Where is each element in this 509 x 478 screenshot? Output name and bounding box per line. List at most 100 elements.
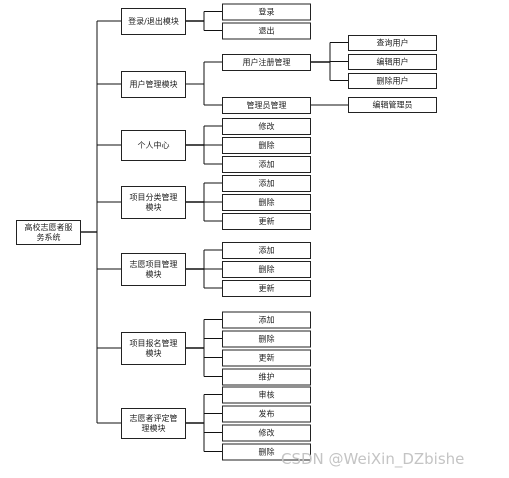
module-category-label: 项目分类管理 xyxy=(130,192,178,202)
leaf-volunteer_project-2-box xyxy=(222,280,311,297)
leaf-review-1-label: 发布 xyxy=(259,409,275,419)
leaf-category-0-label: 添加 xyxy=(259,178,275,188)
leaf-volunteer_project-1: 删除 xyxy=(222,261,311,278)
leaf-personal-2-label: 添加 xyxy=(259,159,275,169)
leaf-category-2: 更新 xyxy=(222,213,311,230)
leaf-enroll-0: 添加 xyxy=(222,311,311,329)
subgroup-1: 管理员管理 xyxy=(222,97,311,114)
leaf-personal-2: 添加 xyxy=(222,156,311,173)
subgroup-0: 用户注册管理 xyxy=(222,54,311,71)
leaf-review-2-label: 修改 xyxy=(259,428,275,438)
module-personal-box xyxy=(121,130,186,161)
leaf-enroll-0-box xyxy=(222,311,311,329)
subleaf-0-2: 删除用户 xyxy=(348,73,437,89)
subleaf-0-0: 查询用户 xyxy=(348,35,437,51)
subleaf-0-1-label: 编辑用户 xyxy=(377,57,409,67)
leaf-enroll-0-label: 添加 xyxy=(259,315,275,325)
leaf-login-0-label: 登录 xyxy=(259,7,275,17)
leaf-category-2-box xyxy=(222,213,311,230)
module-user-box xyxy=(121,71,186,98)
subgroup-1-label: 管理员管理 xyxy=(247,100,287,110)
leaf-personal-1-label: 删除 xyxy=(259,140,275,150)
leaf-login-1-box xyxy=(222,22,311,40)
subgroup-0-label: 用户注册管理 xyxy=(243,57,291,67)
leaf-enroll-1-label: 删除 xyxy=(259,334,275,344)
module-volunteer_project-label: 模块 xyxy=(146,269,162,279)
module-volunteer_project-label: 志愿项目管理 xyxy=(130,259,178,269)
leaf-volunteer_project-0-label: 添加 xyxy=(259,245,275,255)
leaf-personal-0-label: 修改 xyxy=(259,121,275,131)
leaf-personal-0: 修改 xyxy=(222,118,311,135)
root-node-label: 务系统 xyxy=(37,232,61,242)
leaf-enroll-3-label: 维护 xyxy=(259,372,275,382)
module-user: 用户管理模块 xyxy=(121,71,186,98)
leaf-volunteer_project-0: 添加 xyxy=(222,242,311,259)
module-review-box xyxy=(121,408,186,439)
leaf-review-3: 删除 xyxy=(222,443,311,461)
subleaf-0-2-label: 删除用户 xyxy=(377,76,409,86)
leaf-category-1-box xyxy=(222,194,311,211)
leaf-review-2: 修改 xyxy=(222,424,311,442)
leaf-login-0-box xyxy=(222,3,311,21)
module-enroll-label: 项目报名管理 xyxy=(130,338,178,348)
module-login: 登录/退出模块 xyxy=(121,8,186,35)
subleaf-1-0-label: 编辑管理员 xyxy=(373,100,413,110)
leaf-category-0-box xyxy=(222,175,311,192)
leaf-personal-1: 删除 xyxy=(222,137,311,154)
leaf-personal-1-box xyxy=(222,137,311,154)
leaf-enroll-2: 更新 xyxy=(222,349,311,367)
module-login-box xyxy=(121,8,186,35)
subleaf-0-0-box xyxy=(348,35,437,51)
subleaf-0-1: 编辑用户 xyxy=(348,54,437,70)
module-login-label: 登录/退出模块 xyxy=(128,16,179,26)
leaf-personal-0-box xyxy=(222,118,311,135)
leaf-review-3-box xyxy=(222,443,311,461)
subleaf-1-0: 编辑管理员 xyxy=(348,97,437,113)
leaf-review-0-label: 审核 xyxy=(259,390,275,400)
leaf-volunteer_project-0-box xyxy=(222,242,311,259)
leaf-review-3-label: 删除 xyxy=(259,447,275,457)
watermark: CSDN @WeiXin_DZbishe xyxy=(281,450,465,468)
leaf-enroll-1-box xyxy=(222,330,311,348)
leaf-login-0: 登录 xyxy=(222,3,311,21)
module-review-label: 理模块 xyxy=(142,423,166,433)
module-personal-label: 个人中心 xyxy=(138,140,170,150)
leaf-review-0-box xyxy=(222,386,311,404)
leaf-enroll-2-box xyxy=(222,349,311,367)
leaf-volunteer_project-2: 更新 xyxy=(222,280,311,297)
module-personal: 个人中心 xyxy=(121,130,186,161)
leaf-login-1-label: 退出 xyxy=(259,26,275,36)
leaf-review-1-box xyxy=(222,405,311,423)
module-enroll-label: 模块 xyxy=(146,348,162,358)
subgroup-1-box xyxy=(222,97,311,114)
leaf-category-2-label: 更新 xyxy=(259,216,275,226)
module-category-label: 模块 xyxy=(146,202,162,212)
leaf-review-0: 审核 xyxy=(222,386,311,404)
leaf-volunteer_project-1-box xyxy=(222,261,311,278)
leaf-enroll-3-box xyxy=(222,368,311,386)
leaf-volunteer_project-2-label: 更新 xyxy=(259,283,275,293)
leaf-personal-2-box xyxy=(222,156,311,173)
root-node-box xyxy=(16,220,81,245)
subleaf-0-2-box xyxy=(348,73,437,89)
module-enroll-box xyxy=(121,332,186,365)
subgroup-0-box xyxy=(222,54,311,71)
module-user-label: 用户管理模块 xyxy=(130,79,178,89)
subleaf-0-1-box xyxy=(348,54,437,70)
leaf-category-1: 删除 xyxy=(222,194,311,211)
subleaf-1-0-box xyxy=(348,97,437,113)
subleaf-0-0-label: 查询用户 xyxy=(377,38,409,48)
leaf-review-1: 发布 xyxy=(222,405,311,423)
leaf-volunteer_project-1-label: 删除 xyxy=(259,264,275,274)
leaf-enroll-3: 维护 xyxy=(222,368,311,386)
leaf-category-0: 添加 xyxy=(222,175,311,192)
module-review-label: 志愿者评定管 xyxy=(130,413,178,423)
leaf-review-2-box xyxy=(222,424,311,442)
module-volunteer_project-box xyxy=(121,253,186,286)
leaf-enroll-2-label: 更新 xyxy=(259,353,275,363)
